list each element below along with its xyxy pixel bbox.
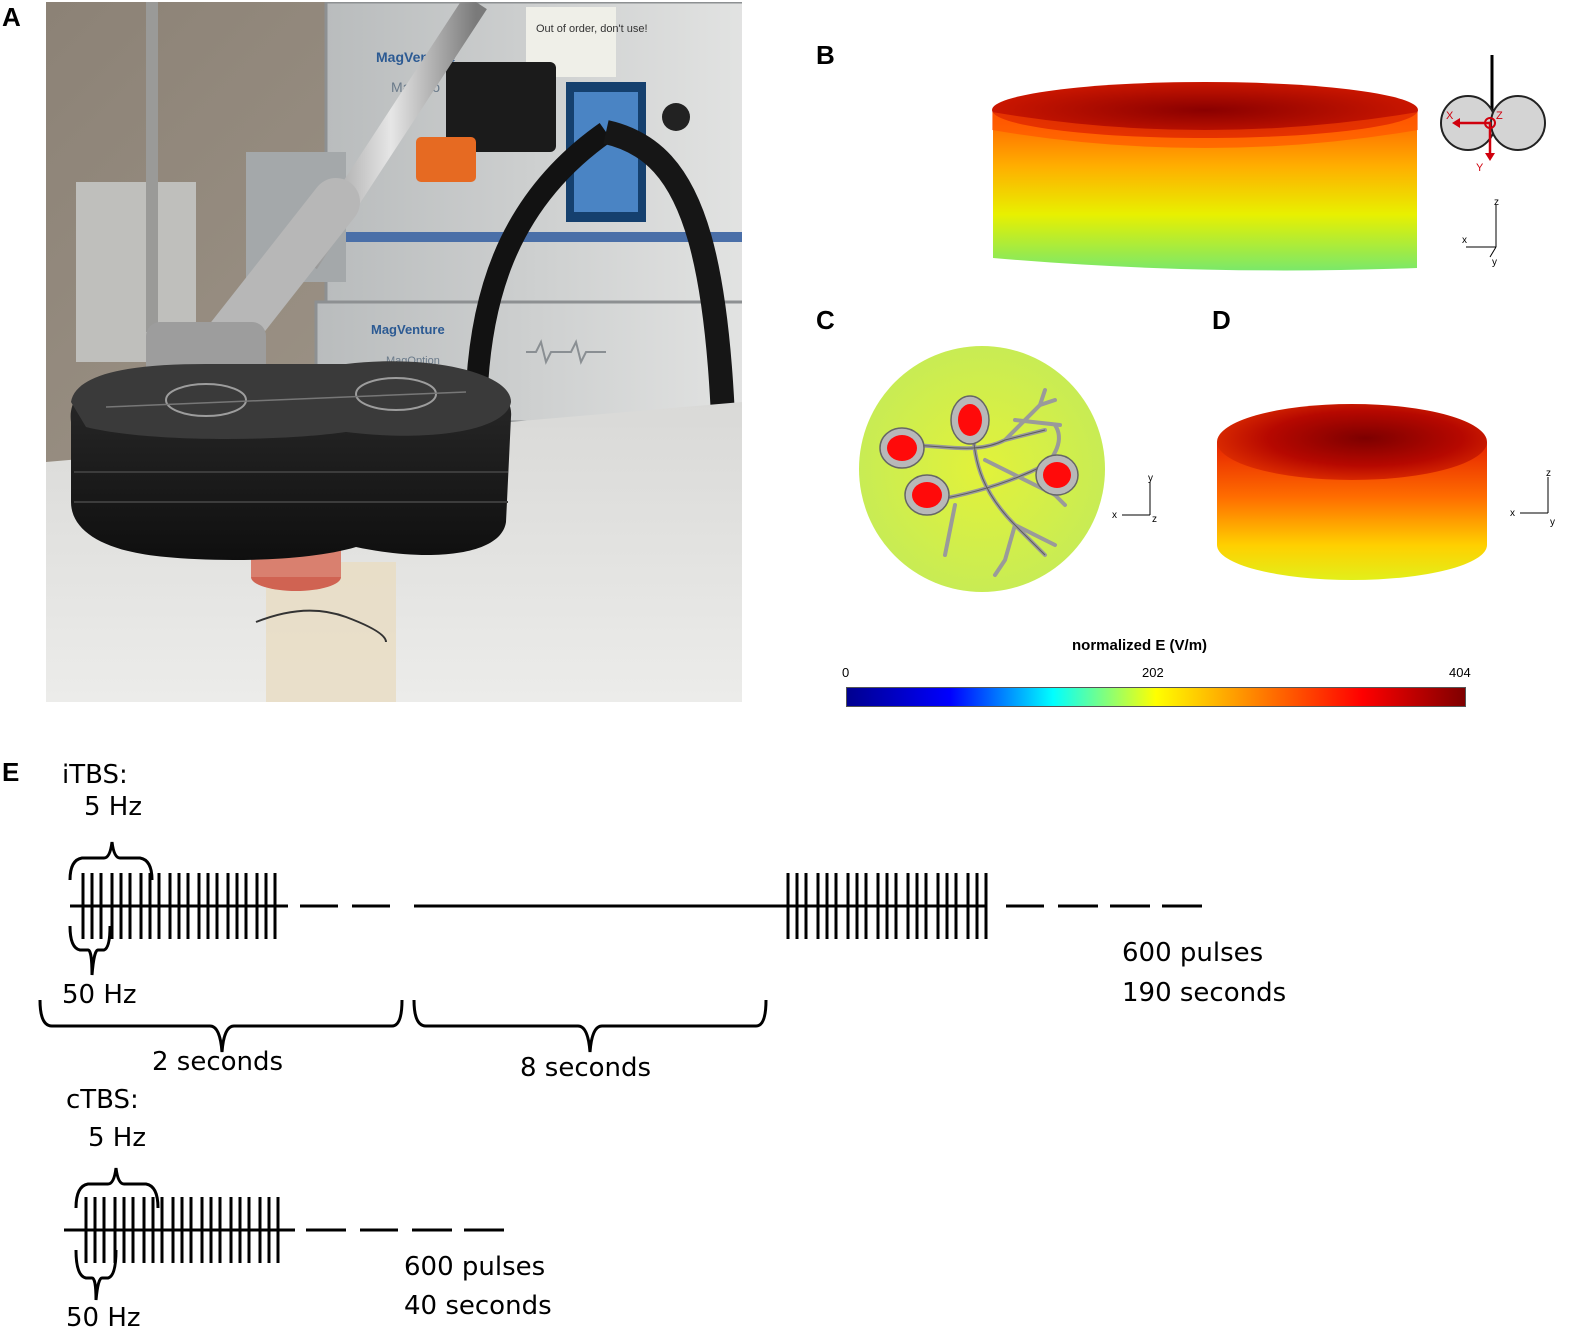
itbs-pulse-freq: 50 Hz: [62, 980, 137, 1010]
ctbs-pulse-count: 600 pulses: [404, 1252, 546, 1282]
note-text: Out of order, don't use!: [536, 23, 648, 35]
panel-label-a: A: [2, 2, 21, 32]
itbs-total-duration: 190 seconds: [1122, 978, 1287, 1008]
field-top-view-with-neurons: [859, 346, 1105, 592]
neuron-somas: [879, 395, 1079, 516]
itbs-2s-brace: [38, 999, 404, 1053]
itbs-pulse-count: 600 pulses: [1122, 938, 1264, 968]
colorbar-title: normalized E (V/m): [1072, 637, 1208, 654]
panel-label-d: D: [1212, 305, 1231, 335]
ctbs-pulse-freq: 50 Hz: [66, 1303, 141, 1333]
colorbar-mid-label: 202: [1142, 665, 1164, 680]
inset-axis-z-label: Z: [1496, 110, 1503, 122]
colorbar-gradient: [846, 687, 1466, 707]
inset-axis-x-label: X: [1446, 110, 1454, 122]
colorbar-min-label: 0: [842, 665, 850, 680]
field-cylinder-side-view: [992, 82, 1418, 271]
axis-c-z: z: [1152, 514, 1157, 525]
axis-b-z: z: [1494, 197, 1499, 208]
field-cylinder-oblique-view: [1217, 404, 1487, 580]
ctbs-50hz-brace: [74, 1249, 118, 1301]
brand-bottom-text: MagVenture: [371, 322, 445, 337]
itbs-8s-brace: [412, 999, 768, 1053]
axis-c-x: x: [1112, 510, 1117, 521]
inset-axis-y-label: Y: [1476, 162, 1484, 174]
axis-d-z: z: [1546, 468, 1551, 479]
axis-b-x: x: [1462, 235, 1467, 246]
axis-d-x: x: [1510, 508, 1515, 519]
itbs-label: iTBS:: [62, 760, 128, 790]
ctbs-total-duration: 40 seconds: [404, 1291, 552, 1321]
itbs-5hz-brace: [68, 841, 154, 881]
itbs-gap-duration: 8 seconds: [520, 1053, 652, 1083]
axes-triad-d: z x y: [1510, 468, 1555, 528]
itbs-train-duration: 2 seconds: [152, 1047, 284, 1077]
ctbs-5hz-brace: [74, 1167, 160, 1209]
axis-c-y: y: [1148, 473, 1153, 484]
panel-label-e: E: [2, 757, 20, 787]
ctbs-burst-freq: 5 Hz: [88, 1123, 147, 1153]
itbs-50hz-brace: [68, 925, 112, 976]
tbs-protocol-diagram: [38, 841, 1202, 1301]
itbs-burst-freq: 5 Hz: [84, 792, 143, 822]
axis-d-y: y: [1550, 517, 1555, 528]
colorbar-max-label: 404: [1449, 665, 1471, 680]
tms-setup-photo: Out of order, don't use! MagVenture MagP…: [46, 2, 742, 702]
axes-triad-b: z x y: [1462, 197, 1499, 268]
coil-orientation-inset: X Z Y: [1440, 55, 1546, 174]
axes-triad-c: y x z: [1112, 473, 1157, 525]
ctbs-label: cTBS:: [66, 1085, 139, 1115]
panel-label-c: C: [816, 305, 835, 335]
panel-label-b: B: [816, 40, 835, 70]
axis-b-y: y: [1492, 257, 1497, 268]
